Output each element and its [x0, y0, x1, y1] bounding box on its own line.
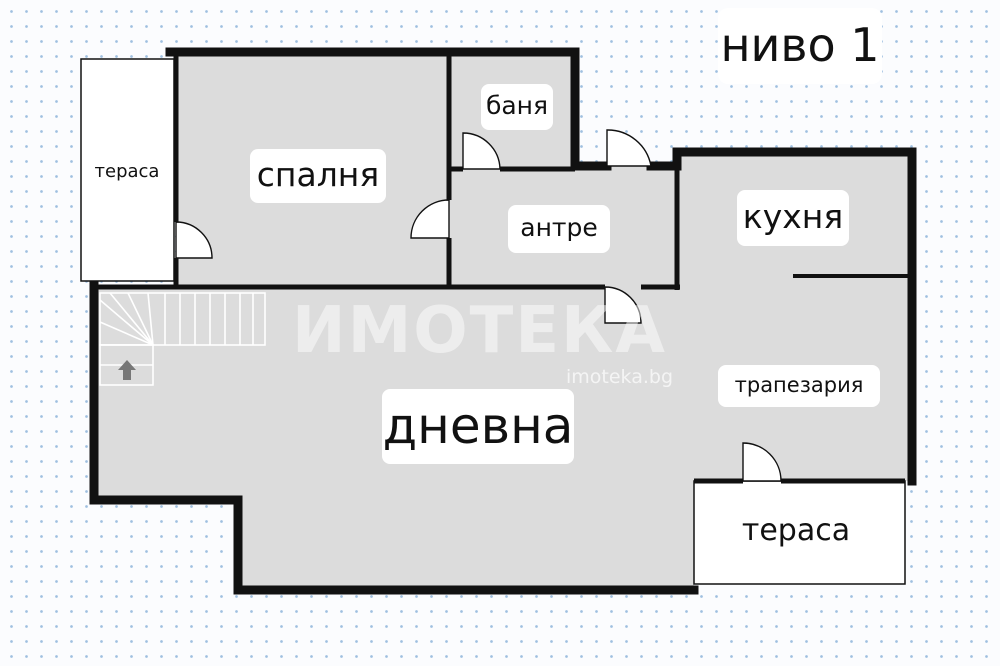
- stair-arrow-icon: [118, 360, 136, 380]
- room-label-bathroom: баня: [481, 84, 553, 130]
- door-bathroom: [462, 132, 501, 170]
- room-label-bedroom: спалня: [250, 149, 386, 203]
- room-label-hall: антре: [508, 205, 610, 253]
- room-label-kitchen: кухня: [737, 190, 849, 246]
- level-title: ниво 1: [718, 8, 882, 84]
- door-entrance: [606, 129, 652, 167]
- room-label-living: дневна: [382, 389, 574, 464]
- door-bedroom-hall: [410, 199, 450, 239]
- door-bedroom-terrace: [175, 221, 213, 259]
- doors: [175, 129, 782, 482]
- watermark-brand: ИМОТЕКА: [292, 294, 667, 368]
- room-label-terrace-left: тераса: [82, 156, 172, 188]
- door-hall-living: [604, 286, 642, 324]
- watermark-url: imoteka.bg: [566, 366, 674, 388]
- door-terrace-bottom: [742, 442, 782, 482]
- interior-walls: [94, 55, 912, 484]
- room-label-terrace-bottom: тераса: [721, 507, 871, 557]
- room-label-dining: трапезария: [718, 365, 880, 407]
